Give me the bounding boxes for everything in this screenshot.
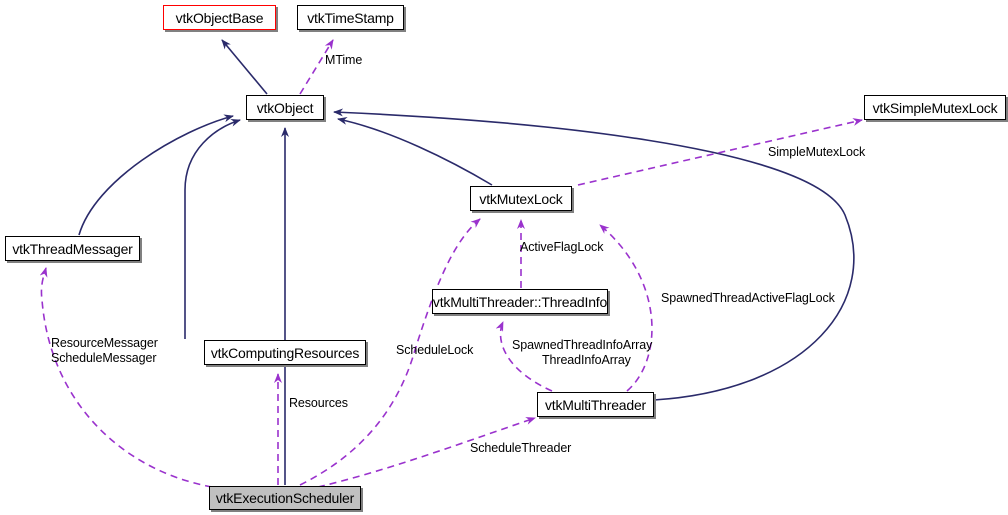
edge-label-spawned-thread-info-array: SpawnedThreadInfoArray	[512, 338, 653, 352]
node-label: vtkObject	[256, 99, 314, 116]
edge-label-thread-info-array: ThreadInfoArray	[542, 353, 631, 367]
node-label: vtkThreadMessager	[12, 240, 133, 257]
edge-mtime	[299, 39, 334, 95]
node-vtkMultiThreader-ThreadInfo[interactable]: vtkMultiThreader::ThreadInfo	[432, 289, 608, 314]
edge-simple-mutex-lock	[577, 118, 863, 186]
edge-vtkMutexLock-to-vtkObject	[337, 116, 493, 186]
node-label: vtkMutexLock	[479, 190, 563, 207]
edge-spawned-thread-active-flag-lock	[599, 224, 653, 392]
edge-label-resources: Resources	[289, 396, 348, 410]
edge-label-spawned-thread-active-flag-lock: SpawnedThreadActiveFlagLock	[661, 291, 835, 305]
edge-label-schedule-threader: ScheduleThreader	[470, 441, 572, 455]
node-vtkObject[interactable]: vtkObject	[246, 95, 324, 120]
inheritance-edges	[78, 39, 855, 485]
node-vtkObjectBase[interactable]: vtkObjectBase	[163, 5, 276, 30]
edge-schedule-threader	[317, 417, 536, 488]
node-vtkMutexLock[interactable]: vtkMutexLock	[470, 186, 572, 211]
edge-spawned-thread-info-array	[495, 321, 553, 392]
edge-label-simple-mutex-lock: SimpleMutexLock	[768, 145, 866, 159]
node-label: vtkMultiThreader::ThreadInfo	[432, 293, 608, 310]
association-edges	[39, 39, 863, 488]
edge-label-schedule-lock: ScheduleLock	[396, 343, 474, 357]
node-label: vtkComputingResources	[210, 344, 360, 361]
node-label: vtkExecutionScheduler	[215, 490, 355, 506]
node-vtkExecutionScheduler[interactable]: vtkExecutionScheduler	[209, 486, 361, 510]
node-vtkThreadMessager[interactable]: vtkThreadMessager	[5, 236, 140, 261]
edge-label-resource-messager: ResourceMessager	[51, 336, 158, 350]
node-vtkComputingResources[interactable]: vtkComputingResources	[204, 340, 366, 365]
edge-label-active-flag-lock: ActiveFlagLock	[520, 240, 604, 254]
node-label: vtkObjectBase	[175, 9, 264, 26]
edge-vtkComputingResources-to-vtkObject	[184, 118, 241, 339]
node-label: vtkSimpleMutexLock	[872, 99, 998, 116]
edge-vtkObject-to-vtkObjectBase	[221, 39, 268, 95]
node-vtkMultiThreader[interactable]: vtkMultiThreader	[537, 392, 654, 417]
edge-schedule-lock	[299, 218, 481, 486]
edge-vtkThreadMessager-to-vtkObject	[78, 114, 234, 236]
edge-label-mtime: MTime	[325, 53, 363, 67]
node-vtkTimeStamp[interactable]: vtkTimeStamp	[297, 5, 404, 30]
edge-label-schedule-messager: ScheduleMessager	[51, 351, 157, 365]
edge-resource-messager	[39, 267, 213, 488]
node-vtkSimpleMutexLock[interactable]: vtkSimpleMutexLock	[864, 95, 1006, 120]
node-label: vtkMultiThreader	[544, 396, 647, 413]
node-label: vtkTimeStamp	[307, 9, 394, 26]
edge-vtkMultiThreader-to-vtkObject	[333, 108, 855, 401]
